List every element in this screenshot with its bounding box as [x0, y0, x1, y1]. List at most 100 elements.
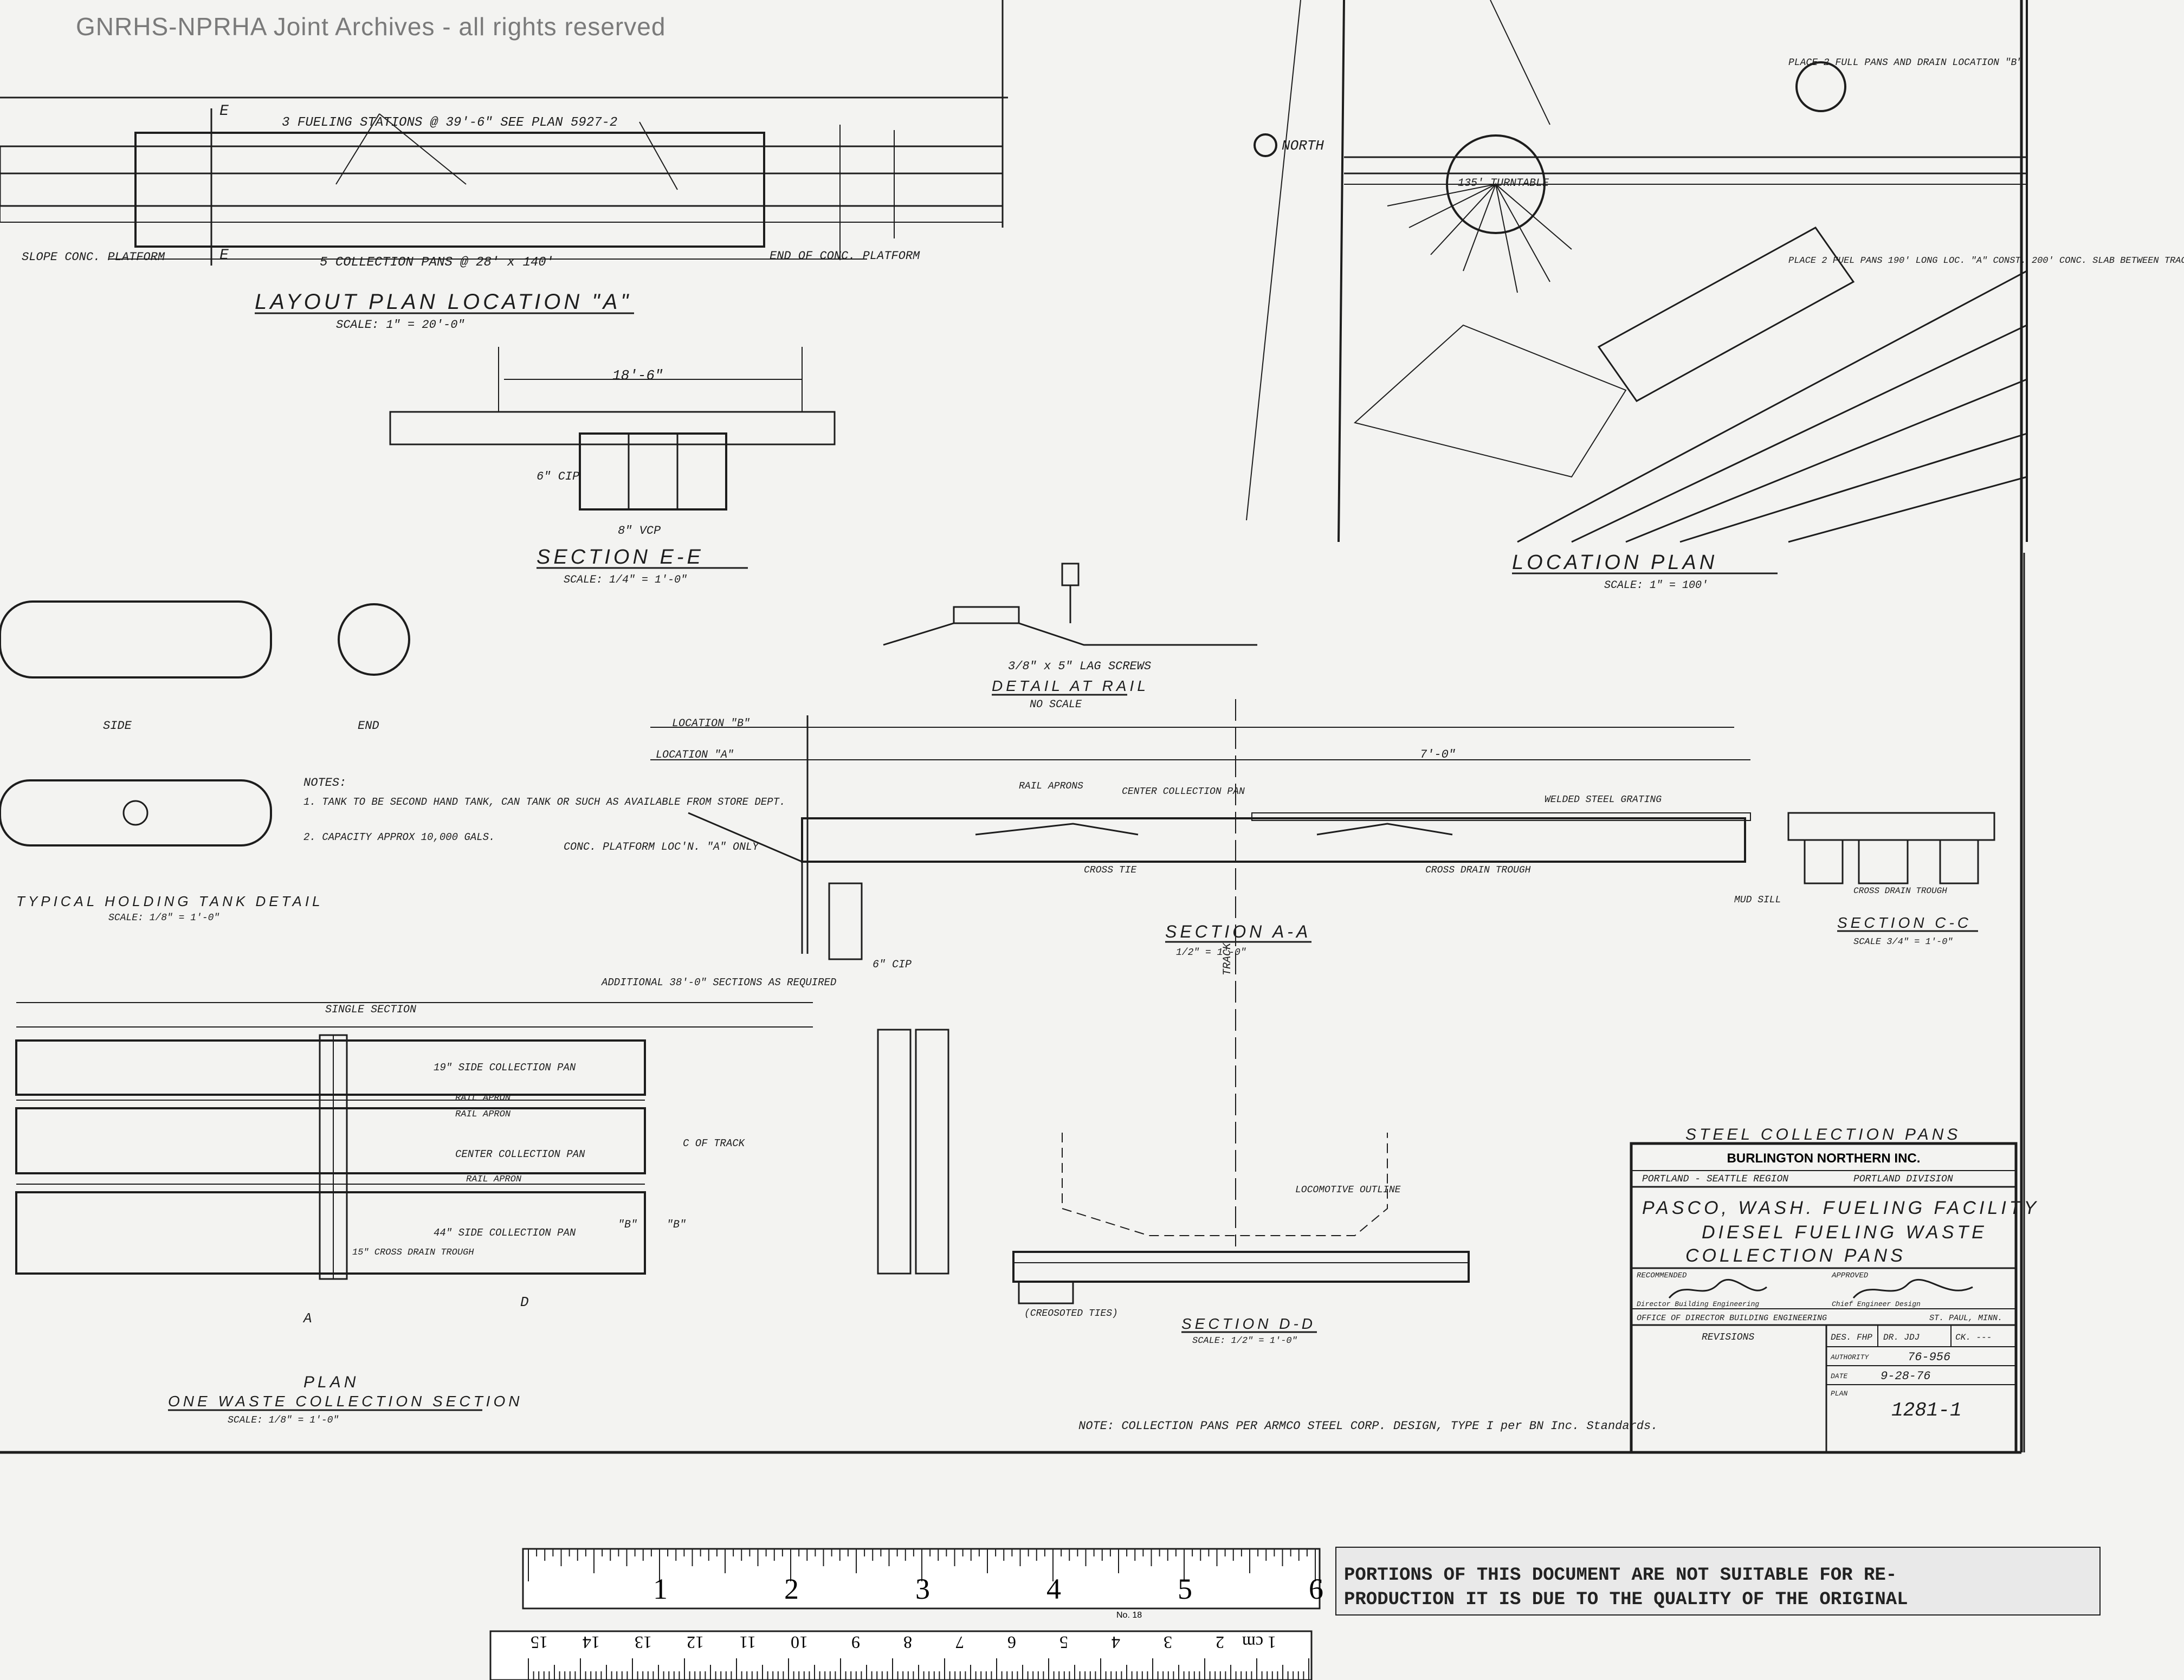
tank-notes-title: NOTES: — [303, 776, 346, 790]
tb-authority: 76-956 — [1908, 1351, 1950, 1364]
plan-side-pan-19: 19" SIDE COLLECTION PAN — [434, 1062, 576, 1074]
plan-side-pan-44: 44" SIDE COLLECTION PAN — [434, 1227, 576, 1239]
section-dd-track: TRACK — [1222, 942, 1234, 975]
tb-plan-label: PLAN — [1831, 1390, 1847, 1398]
ruler-cm-label: 7 — [955, 1633, 964, 1652]
section-ee-title: SECTION E-E — [537, 546, 704, 568]
layout-plan: 3 FUELING STATIONS @ 39'-6" SEE PLAN 592… — [0, 0, 1008, 332]
section-aa-scale: 1/2" = 1'-0" — [1176, 947, 1246, 958]
section-cc: CROSS DRAIN TROUGH SECTION C-C SCALE 3/4… — [1787, 812, 1995, 947]
plan-subtitle: ONE WASTE COLLECTION SECTION — [168, 1393, 522, 1410]
ruler-cm-label: 8 — [903, 1633, 912, 1652]
cm-tick-marks — [528, 1658, 1309, 1680]
rail-lag-screws: 3/8" x 5" LAG SCREWS — [1008, 660, 1151, 673]
ruler-cm-label: 6 — [1007, 1633, 1016, 1652]
ruler-cm-label: 12 — [687, 1633, 704, 1652]
plan-mark-d: D — [520, 1294, 529, 1310]
ruler-inch-label: 3 — [915, 1573, 930, 1605]
ruler-cm-label: 3 — [1164, 1633, 1172, 1652]
ruler-inch-label: 1 — [653, 1573, 668, 1605]
location-plan: NORTH 135' TURNTABLE PLACE 2 FULL PANS A… — [1246, 0, 2184, 592]
section-aa-grating: WELDED STEEL GRATING — [1545, 794, 1662, 805]
plan-single-section: SINGLE SECTION — [325, 1004, 416, 1016]
section-aa-dim: 7'-0" — [1420, 748, 1456, 761]
section-aa-mud-sill: MUD SILL — [1734, 895, 1781, 906]
section-aa-rail-aprons: RAIL APRONS — [1019, 781, 1083, 792]
section-ee: 18'-6" 6" CIP 8" VCP SECTION E-E SCALE: … — [389, 347, 836, 586]
tb-recommended: RECOMMENDED — [1637, 1271, 1687, 1280]
ruler-cm-label: 10 — [791, 1633, 808, 1652]
section-aa-cip: 6" CIP — [873, 959, 912, 971]
title-block-header: STEEL COLLECTION PANS — [1685, 1126, 1961, 1143]
tank-end-label: END — [358, 719, 379, 733]
plan-additional-sections: ADDITIONAL 38'-0" SECTIONS AS REQUIRED — [601, 977, 836, 988]
section-aa-cross-tie: CROSS TIE — [1084, 865, 1136, 876]
section-mark-e-top: E — [219, 103, 229, 120]
plan-rail-apron-3: RAIL APRON — [466, 1174, 522, 1185]
holding-tank-detail: SIDE END NOTES: 1. TANK TO BE SECOND HAN… — [0, 600, 785, 923]
tank-note-2: 2. CAPACITY APPROX 10,000 GALS. — [303, 831, 495, 843]
tb-revisions: REVISIONS — [1702, 1332, 1754, 1343]
plan-mark-a: A — [302, 1310, 312, 1327]
section-ee-vcp: 8" VCP — [618, 524, 661, 538]
inch-tick-marks — [528, 1549, 1316, 1581]
tank-detail-title: TYPICAL HOLDING TANK DETAIL — [16, 893, 324, 909]
plan-title: PLAN — [303, 1373, 359, 1391]
signature-chief — [1852, 1278, 1973, 1298]
location-plan-scale: SCALE: 1" = 100' — [1604, 579, 1708, 592]
ruler-inch-label: 2 — [784, 1573, 799, 1605]
section-aa-location-b: LOCATION "B" — [672, 718, 750, 730]
plan-drain-trough: 15" CROSS DRAIN TROUGH — [352, 1248, 474, 1258]
layout-slope-note: SLOPE CONC. PLATFORM — [22, 250, 165, 264]
ruler-cm-label: 14 — [583, 1633, 600, 1652]
tb-office: OFFICE OF DIRECTOR BUILDING ENGINEERING — [1637, 1314, 1827, 1323]
section-ee-dim: 18'-6" — [612, 367, 663, 384]
ruler-inch-label: 4 — [1046, 1573, 1061, 1605]
ruler-cm-label: 4 — [1112, 1633, 1120, 1652]
section-ee-scale: SCALE: 1/4" = 1'-0" — [564, 574, 687, 586]
tb-date: 9-28-76 — [1881, 1369, 1930, 1383]
layout-plan-title: LAYOUT PLAN LOCATION "A" — [255, 290, 631, 314]
location-plan-title: LOCATION PLAN — [1512, 551, 1717, 574]
section-aa-platform: CONC. PLATFORM LOC'N. "A" ONLY — [564, 841, 760, 854]
title-block: STEEL COLLECTION PANS BURLINGTON NORTHER… — [1630, 1126, 2039, 1454]
tb-division: PORTLAND DIVISION — [1853, 1174, 1953, 1185]
stamp-line-2: PRODUCTION IT IS DUE TO THE QUALITY OF T… — [1344, 1589, 1908, 1610]
plan-mark-b-1: "B" — [618, 1219, 637, 1231]
ruler-inch-label: 5 — [1178, 1573, 1192, 1605]
ruler-cm-label: 2 — [1216, 1633, 1224, 1652]
section-cc-scale: SCALE 3/4" = 1'-0" — [1853, 937, 1953, 947]
plan-collection-section: SINGLE SECTION ADDITIONAL 38'-0" SECTION… — [15, 977, 949, 1426]
tank-detail-scale: SCALE: 1/8" = 1'-0" — [108, 913, 219, 923]
detail-at-rail: 3/8" x 5" LAG SCREWS DETAIL AT RAIL NO S… — [883, 563, 1257, 711]
tb-region: PORTLAND - SEATTLE REGION — [1642, 1174, 1788, 1185]
tb-title-line3: COLLECTION PANS — [1685, 1245, 1906, 1266]
ruler-cm-label: 5 — [1059, 1633, 1068, 1652]
ruler-cm-label: 13 — [635, 1633, 652, 1652]
section-aa-cross-drain: CROSS DRAIN TROUGH — [1425, 865, 1531, 876]
section-aa-title: SECTION A-A — [1165, 922, 1311, 941]
north-arrow-label: NORTH — [1282, 138, 1324, 154]
layout-note-top: 3 FUELING STATIONS @ 39'-6" SEE PLAN 592… — [282, 115, 617, 130]
reproduction-stamp: PORTIONS OF THIS DOCUMENT ARE NOT SUITAB… — [1335, 1547, 2101, 1616]
tank-side-label: SIDE — [103, 719, 132, 733]
detail-rail-title: DETAIL AT RAIL — [992, 677, 1149, 694]
layout-collection-pans: 5 COLLECTION PANS @ 28' x 140' — [320, 255, 554, 270]
section-aa-location-a: LOCATION "A" — [656, 749, 734, 761]
ruler-model: No. 18 — [1116, 1611, 1142, 1620]
ruler-cm-label: 11 — [739, 1633, 756, 1652]
tb-date-label: DATE — [1831, 1372, 1847, 1380]
tb-title-line1: PASCO, WASH. FUELING FACILITY — [1642, 1198, 2039, 1218]
turntable-label: 135' TURNTABLE — [1458, 177, 1549, 190]
tb-approved: APPROVED — [1831, 1271, 1869, 1280]
tb-city: ST. PAUL, MINN. — [1929, 1314, 2002, 1323]
detail-rail-scale: NO SCALE — [1030, 699, 1082, 711]
tb-director: Director Building Engineering — [1637, 1300, 1759, 1308]
ruler-cm-label: 1 cm — [1242, 1633, 1276, 1652]
tb-title-line2: DIESEL FUELING WASTE — [1702, 1222, 1987, 1243]
location-plan-note: PLACE 2 FUEL PANS 190' LONG LOC. "A" CON… — [1788, 256, 2184, 266]
archive-watermark: GNRHS-NPRHA Joint Archives - all rights … — [76, 12, 666, 41]
section-dd-scale: SCALE: 1/2" = 1'-0" — [1192, 1336, 1297, 1346]
